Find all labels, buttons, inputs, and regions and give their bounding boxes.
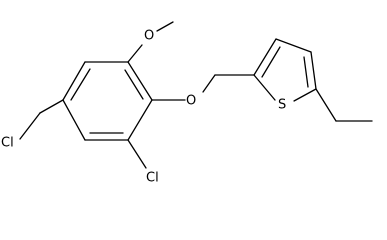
- bond-thio-c4-c5: [310, 51, 317, 90]
- bond-ring-o-methoxy: [127, 44, 143, 63]
- ethyl-group: [315, 88, 373, 122]
- bond-ring-c2-c3: [127, 99, 153, 141]
- atom-o-methoxy: O: [144, 29, 154, 44]
- bond-thio-c2-s: [253, 74, 276, 101]
- bond-ch2-cl: [19, 112, 41, 140]
- bond-thio-double-2: [303, 56, 309, 88]
- chloromethyl-group: Cl: [1, 99, 64, 151]
- thiophene-ring: S: [253, 38, 317, 113]
- atom-o-ether: O: [186, 94, 196, 109]
- bond-ring-double-3: [70, 68, 91, 101]
- bond-thio-c3-c4: [275, 38, 312, 53]
- bond-o-ch2: [202, 74, 216, 93]
- bond-ring-double-1: [124, 69, 144, 100]
- molecule-structure: O O S Cl Cl: [1, 21, 373, 186]
- bond-ring-c1-c2: [127, 61, 153, 101]
- bond-ring-c4-c5: [62, 99, 86, 141]
- bond-thio-c5-s: [293, 88, 317, 102]
- atom-cl-ring: Cl: [146, 171, 159, 186]
- ether-linkage: O: [151, 74, 255, 109]
- bond-thio-c2-c3: [253, 38, 277, 76]
- bond-ring-c5-c6: [62, 61, 86, 101]
- ring-chloro-group: Cl: [127, 139, 159, 186]
- bond-o-methyl: [156, 21, 174, 32]
- atom-s-thiophene: S: [278, 98, 286, 113]
- bond-ring-ch2: [39, 99, 64, 114]
- bond-ring-cl: [127, 139, 147, 169]
- atom-cl-chloromethyl: Cl: [1, 136, 14, 151]
- benzene-ring: [62, 61, 153, 141]
- bond-thio-double-1: [261, 46, 281, 78]
- methoxy-group: O: [127, 21, 174, 63]
- bond-thio-ch2: [315, 88, 337, 122]
